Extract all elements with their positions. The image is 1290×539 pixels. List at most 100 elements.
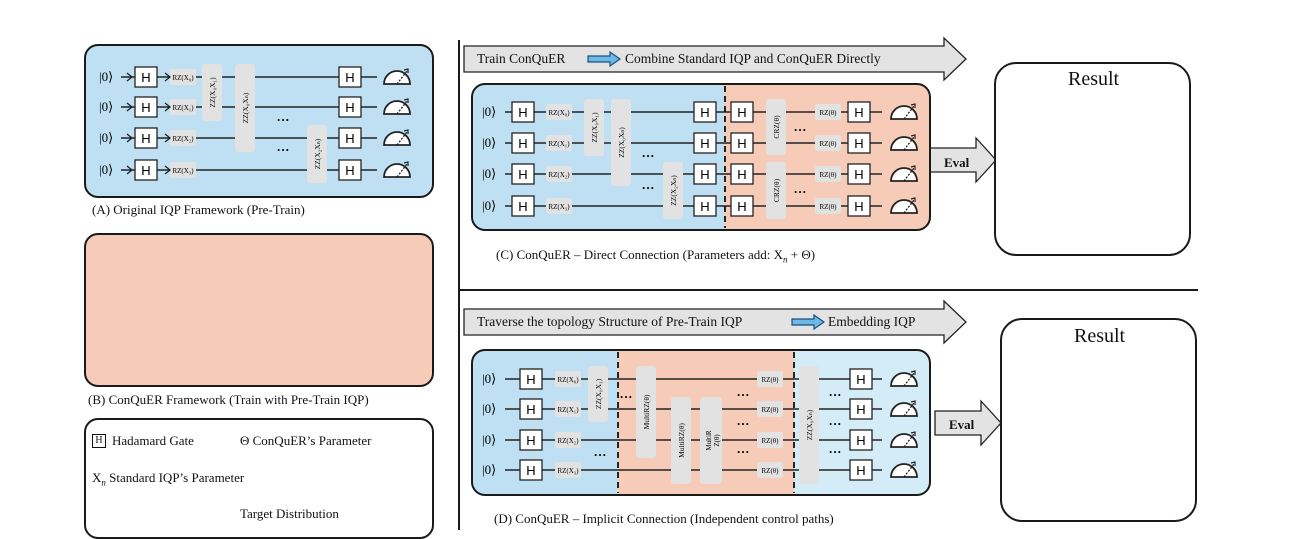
rz-gate-label: RZ(θ) xyxy=(820,109,838,117)
measurement-needle xyxy=(903,402,915,417)
hadamard-gate-label: H xyxy=(737,199,746,214)
rz-gate-label: RZ(X₁) xyxy=(548,140,570,148)
ket-zero-label: |0⟩ xyxy=(482,432,496,447)
multi-qubit-gate xyxy=(700,397,722,484)
ket-zero-label: |0⟩ xyxy=(482,198,496,213)
rz-gate-label: RZ(X₂) xyxy=(557,437,579,445)
rz-gate xyxy=(546,166,572,182)
multi-qubit-gate-label: MultiRZ(θ) xyxy=(677,423,686,458)
measurement-needle-tip xyxy=(910,461,916,466)
measurement-needle-tip xyxy=(910,197,916,202)
rz-gate-label: RZ(θ) xyxy=(820,203,838,211)
header-c-right: Combine Standard IQP and ConQuER Directl… xyxy=(625,51,881,66)
measurement-icon xyxy=(890,433,918,448)
caption-a: (A) Original IQP Framework (Pre-Train) xyxy=(92,202,305,217)
hadamard-gate-label: H xyxy=(854,105,863,120)
rz-gate xyxy=(815,166,841,182)
measurement-needle xyxy=(903,136,915,151)
hadamard-gate-label: H xyxy=(518,105,527,120)
rz-gate-label: RZ(X₃) xyxy=(548,203,570,211)
rz-gate xyxy=(555,371,581,387)
panel-d-border xyxy=(471,349,931,496)
result-title-c: Result xyxy=(1068,68,1120,90)
header-d-right: Embedding IQP xyxy=(828,314,916,329)
hadamard-gate xyxy=(730,101,754,123)
ket-zero-label: |0⟩ xyxy=(482,462,496,477)
measurement-needle xyxy=(903,199,915,214)
result-panel-d xyxy=(1000,318,1197,522)
rz-gate xyxy=(815,198,841,214)
measurement-needle xyxy=(903,463,915,478)
hadamard-gate-label: H xyxy=(856,402,865,417)
multi-qubit-gate xyxy=(584,99,604,156)
ket-zero-label: |0⟩ xyxy=(482,135,496,150)
hadamard-gate-label: H xyxy=(737,167,746,182)
hadamard-gate xyxy=(847,163,871,185)
ket-zero-label: |0⟩ xyxy=(482,401,496,416)
hadamard-gate-label: H xyxy=(854,136,863,151)
multi-qubit-gate-label: CRZ(θ) xyxy=(772,115,781,139)
panel-c-border xyxy=(471,83,931,231)
rz-gate-label: RZ(θ) xyxy=(820,171,838,179)
hadamard-gate-label: H xyxy=(856,433,865,448)
measurement-needle xyxy=(903,372,915,387)
rz-gate-label: RZ(θ) xyxy=(762,376,780,384)
ellipsis-dots: ··· xyxy=(641,148,654,163)
rz-gate-label: RZ(θ) xyxy=(762,437,780,445)
multi-qubit-gate-label: MultiRZ(θ) xyxy=(642,394,651,429)
multi-qubit-gate xyxy=(671,397,691,484)
hadamard-gate-label: H xyxy=(700,199,709,214)
hadamard-gate xyxy=(849,398,873,420)
hadamard-gate-label: H xyxy=(700,167,709,182)
hadamard-gate-label: H xyxy=(737,105,746,120)
header-c-left: Train ConQuER xyxy=(477,51,566,66)
measurement-needle-tip xyxy=(910,431,916,436)
multi-qubit-gate-label: ZZ(X₀X₁) xyxy=(590,112,599,143)
legend-target: Target Distribution xyxy=(240,506,339,521)
measurement-needle xyxy=(903,433,915,448)
measurement-icon xyxy=(890,136,918,151)
multi-qubit-gate xyxy=(766,162,786,219)
hadamard-gate xyxy=(849,429,873,451)
hadamard-gate xyxy=(519,368,543,390)
caption-c: (C) ConQuER – Direct Connection (Paramet… xyxy=(496,247,816,265)
rz-gate xyxy=(815,135,841,151)
measurement-icon xyxy=(890,167,918,182)
multi-qubit-gate xyxy=(611,99,631,186)
panel-c-pink-region xyxy=(724,84,930,230)
measurement-icon xyxy=(890,199,918,214)
hadamard-gate xyxy=(511,163,535,185)
rz-gate-label: RZ(X₀) xyxy=(557,376,579,384)
measurement-needle-tip xyxy=(910,103,916,108)
rz-gate-label: RZ(θ) xyxy=(762,467,780,475)
ket-zero-label: |0⟩ xyxy=(482,166,496,181)
hadamard-gate xyxy=(849,368,873,390)
multi-qubit-gate-label: ZZ(X₀Xₙ) xyxy=(617,127,626,158)
hadamard-gate-label: H xyxy=(854,199,863,214)
caption-d: (D) ConQuER – Implicit Connection (Indep… xyxy=(494,511,834,526)
measurement-needle xyxy=(903,167,915,182)
hadamard-gate-label: H xyxy=(856,372,865,387)
hadamard-gate xyxy=(730,132,754,154)
multi-qubit-gate-label: CRZ(θ) xyxy=(772,178,781,202)
panel-c-blue-region xyxy=(472,84,724,230)
hadamard-gate-label: H xyxy=(700,105,709,120)
multi-qubit-gate xyxy=(588,366,608,422)
hadamard-gate xyxy=(847,195,871,217)
connector-arrow-d xyxy=(791,313,826,331)
legend-xn: Xn Standard IQP’s Parameter xyxy=(92,470,245,488)
ellipsis-dots: ··· xyxy=(828,416,841,431)
header-d-left: Traverse the topology Structure of Pre-T… xyxy=(477,314,743,329)
result-title-d: Result xyxy=(1074,325,1126,347)
rz-gate xyxy=(815,104,841,120)
legend-hadamard: Hadamard Gate xyxy=(112,433,194,448)
rz-gate xyxy=(757,432,783,448)
hadamard-icon: H xyxy=(92,434,106,448)
ellipsis-dots: ··· xyxy=(793,122,806,137)
measurement-icon xyxy=(890,372,918,387)
rz-gate-label: RZ(θ) xyxy=(762,406,780,414)
panel-d-light-region xyxy=(794,350,930,495)
multi-qubit-gate xyxy=(799,366,819,484)
hadamard-gate xyxy=(693,132,717,154)
ellipsis-dots: ··· xyxy=(828,444,841,459)
